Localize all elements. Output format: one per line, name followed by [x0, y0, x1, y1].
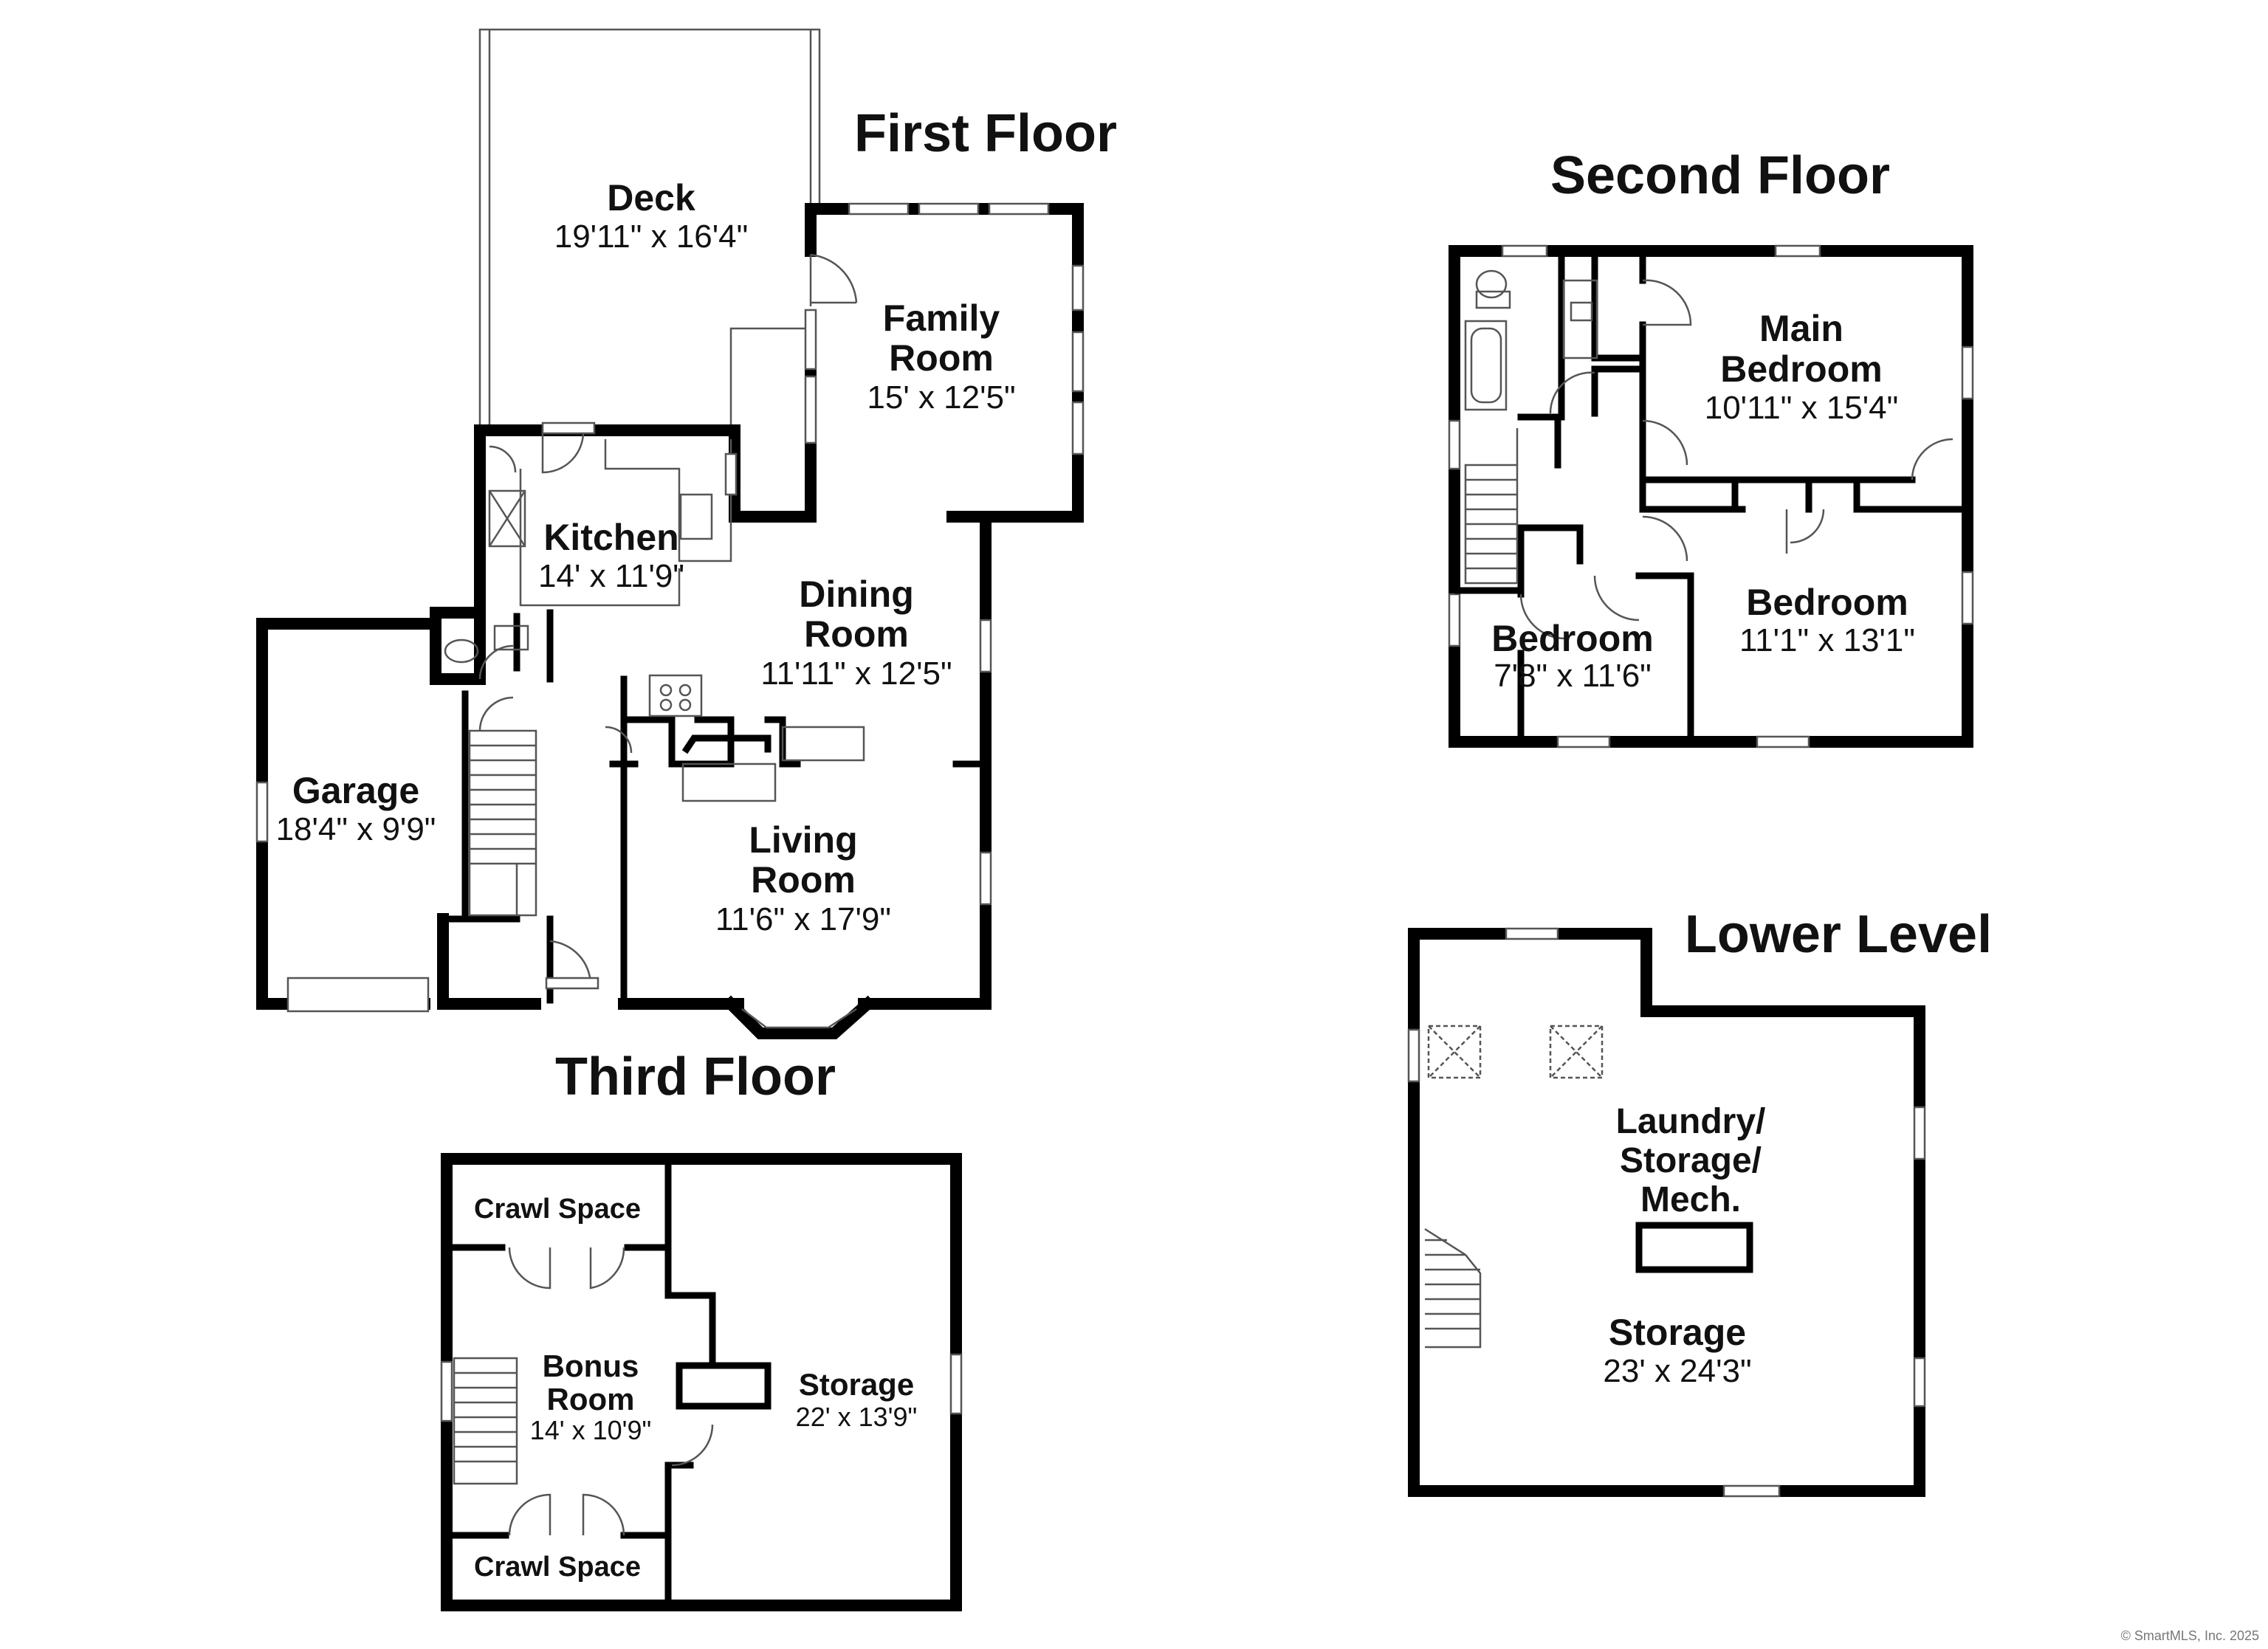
laundry-label-line2: Storage/: [1620, 1141, 1762, 1180]
third-storage-dims: 22' x 13'9": [796, 1402, 918, 1432]
dining-label-line2: Room: [804, 613, 909, 655]
deck-dims: 19'11" x 16'4": [554, 218, 749, 255]
second-floor-interior: [1454, 251, 1968, 742]
family-dims: 15' x 12'5": [867, 379, 1015, 416]
crawl-space-top-label: Crawl Space: [474, 1194, 641, 1225]
living-dims: 11'6" x 17'9": [715, 901, 891, 937]
main-bedroom-dims: 10'11" x 15'4": [1705, 390, 1899, 426]
lower-top-window: [1505, 927, 1559, 940]
dining-label-line1: Dining: [799, 574, 914, 615]
second-left-window-2: [1448, 593, 1461, 647]
second-left-window-1: [1448, 419, 1461, 470]
family-right-window-3: [1071, 401, 1085, 455]
third-floor-title: Third Floor: [555, 1047, 836, 1106]
family-door: [809, 253, 858, 306]
dining-dims: 11'11" x 12'5": [760, 655, 952, 692]
lower-storage-dims: 23' x 24'3": [1603, 1353, 1751, 1389]
bedroom-left-label: Bedroom: [1491, 618, 1653, 659]
lower-level-interior: [1424, 1025, 1753, 1349]
lower-storage-label: Storage: [1609, 1312, 1746, 1353]
family-label-line1: Family: [883, 297, 1000, 339]
living-label-line2: Room: [751, 859, 856, 901]
family-top-window-2: [918, 202, 980, 216]
second-floor-plan: Second Floor Main Bedroom 10'11" x 15'4"…: [1448, 146, 1974, 748]
second-top-window-2: [1774, 244, 1821, 258]
lower-right-window-2: [1913, 1357, 1926, 1408]
third-floor-interior: [447, 1159, 772, 1605]
second-floor-title: Second Floor: [1550, 146, 1890, 205]
bedroom-left-dims: 7'8" x 11'6": [1494, 658, 1652, 694]
lower-bottom-window: [1722, 1484, 1781, 1498]
dining-window: [979, 619, 992, 673]
lower-level-plan: Lower Level Laundry/ Storage/ Mech. Stor…: [1407, 905, 1992, 1498]
deck-label: Deck: [607, 177, 695, 218]
laundry-label-line1: Laundry/: [1616, 1102, 1766, 1141]
first-floor-plan: First Floor Deck 19'11" x 16'4" Family R…: [255, 28, 1117, 1039]
living-label-line1: Living: [749, 819, 857, 861]
family-left-window-2: [804, 375, 817, 444]
family-left-window: [804, 309, 817, 371]
bedroom-right-dims: 11'1" x 13'1": [1739, 622, 1915, 658]
first-floor-title: First Floor: [854, 104, 1117, 163]
bonus-room-dims: 14' x 10'9": [530, 1415, 652, 1445]
bay-window: [722, 995, 876, 1039]
second-bottom-window-2: [1756, 735, 1810, 748]
garage-door: [286, 977, 430, 1013]
living-window: [979, 851, 992, 906]
lower-right-window-1: [1913, 1106, 1926, 1160]
third-storage-label: Storage: [799, 1367, 914, 1402]
family-right-window-1: [1071, 264, 1085, 311]
copyright: © SmartMLS, Inc. 2025: [2121, 1628, 2259, 1643]
kitchen-window: [724, 452, 738, 496]
lower-left-window: [1407, 1028, 1420, 1083]
second-top-window-1: [1501, 244, 1548, 258]
bedroom-right-label: Bedroom: [1746, 582, 1908, 623]
lower-level-title: Lower Level: [1685, 905, 1992, 964]
kitchen-dims: 14' x 11'9": [538, 558, 684, 594]
garage-dims: 18'4" x 9'9": [276, 811, 436, 847]
third-floor-plan: Third Floor Crawl Space Bonus Room 14' x…: [440, 1047, 963, 1611]
first-floor-interior: [444, 421, 989, 1008]
bonus-room-label-line2: Room: [547, 1382, 635, 1416]
laundry-label-line3: Mech.: [1640, 1180, 1741, 1219]
main-bedroom-label-line1: Main: [1759, 308, 1843, 349]
family-top-window-1: [848, 202, 910, 216]
second-bottom-window-1: [1556, 735, 1611, 748]
second-right-window-2: [1961, 571, 1974, 625]
crawl-space-bottom-label: Crawl Space: [474, 1552, 641, 1583]
kitchen-label: Kitchen: [543, 517, 678, 558]
first-floor-stairs: [468, 696, 537, 917]
family-right-window-2: [1071, 331, 1085, 393]
deck-outline: [478, 28, 821, 439]
family-top-window-3: [988, 202, 1050, 216]
second-right-window-1: [1961, 345, 1974, 400]
garage-side-window: [255, 781, 269, 843]
bonus-room-label-line1: Bonus: [543, 1349, 639, 1383]
third-right-window: [949, 1353, 963, 1415]
garage-label: Garage: [292, 770, 419, 811]
main-bedroom-label-line2: Bedroom: [1720, 348, 1882, 390]
third-left-window: [440, 1360, 453, 1422]
family-label-line2: Room: [889, 337, 994, 379]
